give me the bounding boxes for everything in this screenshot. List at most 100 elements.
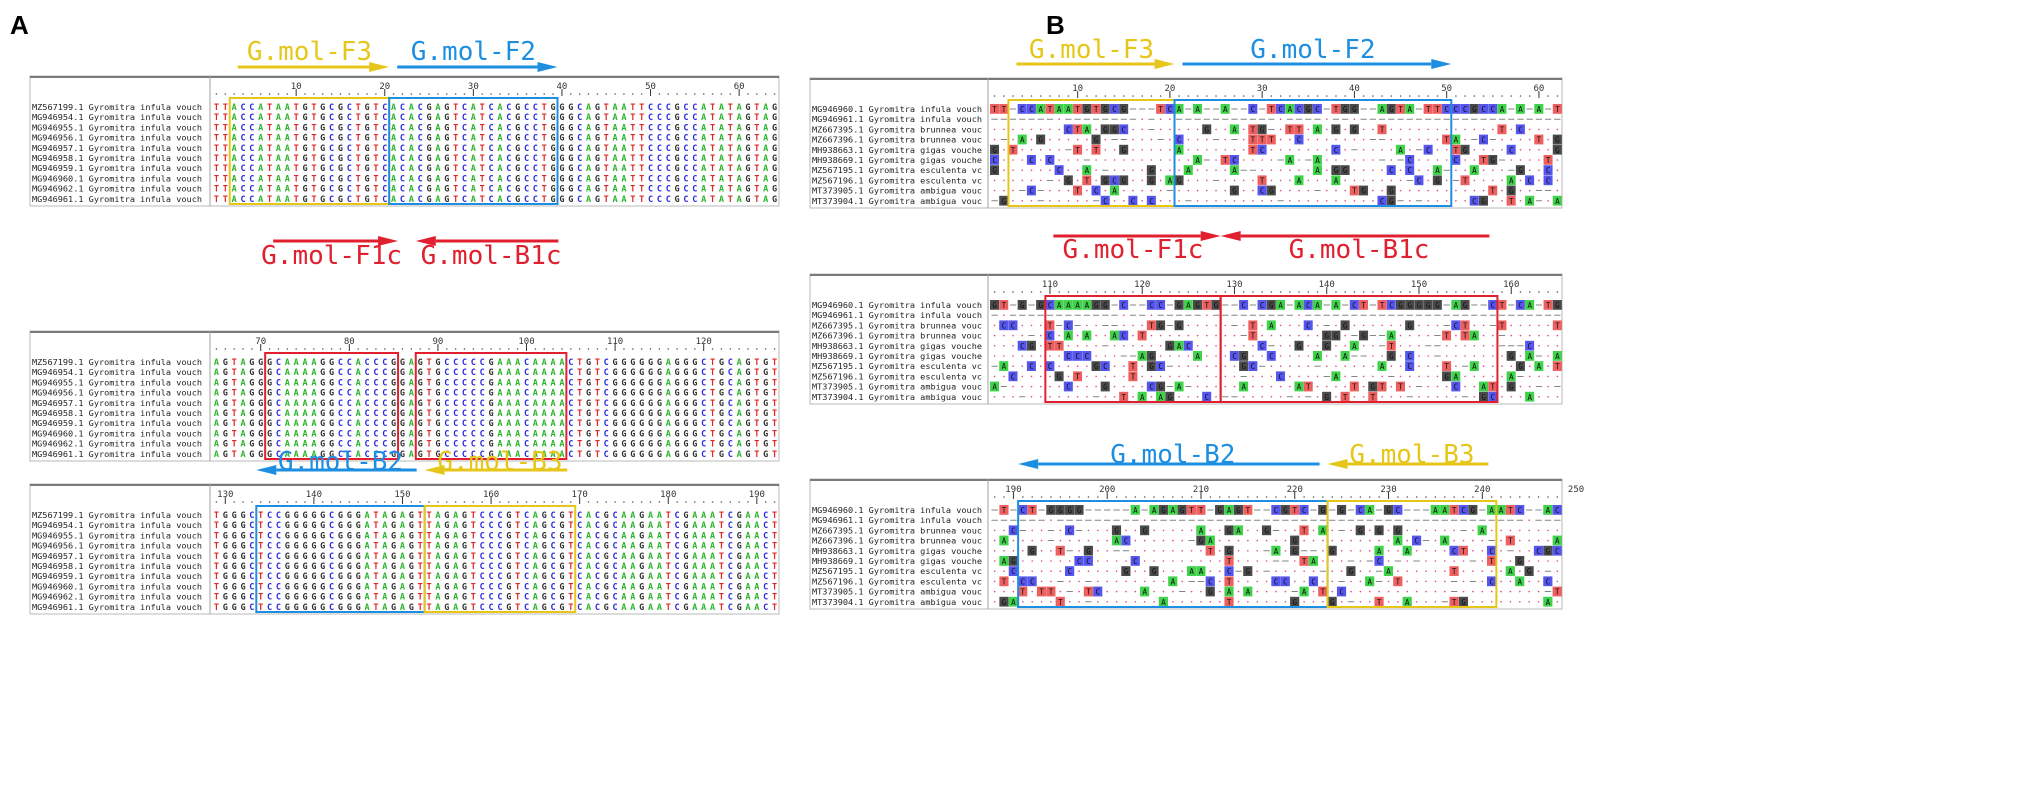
ruler-dot — [215, 348, 218, 350]
base-letter: A — [409, 440, 414, 450]
base-letter: C — [524, 358, 529, 368]
base-letter: T — [373, 195, 378, 205]
identity-dot — [1256, 550, 1259, 552]
base-letter: C — [249, 144, 254, 154]
primer-label: G.mol-B2 — [1110, 440, 1235, 470]
identity-dot — [1104, 189, 1107, 192]
base-letter: C — [329, 603, 334, 613]
identity-dot — [1335, 385, 1337, 388]
variant-letter: T — [1131, 362, 1136, 371]
sequence-name: MZ667396.1 Gyromitra brunnea vouc — [812, 136, 982, 145]
variant-letter: G — [1343, 105, 1348, 114]
base-letter: G — [356, 552, 361, 562]
base-letter: A — [692, 582, 697, 592]
identity-dot — [1528, 539, 1530, 542]
ruler-dot — [1039, 95, 1042, 97]
base-letter: A — [285, 195, 290, 205]
variant-letter: A — [1274, 547, 1279, 556]
base-letter: A — [648, 552, 653, 562]
variant-cell — [1395, 144, 1405, 155]
base-letter: G — [639, 542, 644, 552]
identity-dot — [1481, 590, 1484, 593]
variant-cell — [999, 535, 1009, 546]
base-letter: C — [329, 154, 334, 164]
base-letter: G — [745, 144, 750, 154]
base-letter: T — [710, 195, 715, 205]
base-letter: G — [258, 358, 263, 368]
variant-cell — [1449, 505, 1459, 515]
ruler-tick-label: 10 — [291, 82, 302, 92]
base-letter: G — [657, 429, 662, 439]
base-letter: C — [692, 174, 697, 184]
base-letter: C — [666, 174, 671, 184]
base-letter: G — [506, 521, 511, 531]
base-letter: T — [568, 582, 573, 592]
base-letter: A — [391, 154, 396, 164]
identity-dot — [1159, 118, 1162, 120]
identity-dot — [1316, 149, 1319, 151]
base-letter: T — [595, 429, 600, 439]
base-letter: C — [249, 185, 254, 195]
base-letter: C — [373, 368, 378, 378]
identity-dot — [1434, 580, 1437, 583]
base-letter: G — [338, 572, 343, 582]
base-letter: C — [444, 389, 449, 399]
identity-dot — [1058, 128, 1060, 131]
base-letter: C — [267, 552, 272, 562]
base-letter: T — [754, 174, 759, 184]
base-letter: C — [480, 409, 485, 419]
identity-dot — [1289, 179, 1291, 182]
variant-letter: C — [1075, 352, 1080, 361]
variant-letter: A — [1297, 176, 1302, 185]
base-letter: T — [710, 164, 715, 174]
identity-dot — [1058, 355, 1060, 357]
identity-dot — [1104, 334, 1107, 337]
base-letter: T — [267, 185, 272, 195]
variant-cell — [1266, 300, 1276, 310]
identity-dot — [1434, 550, 1437, 552]
identity-dot — [1003, 345, 1005, 347]
base-letter: T — [418, 552, 423, 562]
identity-dot — [1049, 375, 1051, 378]
base-letter: A — [294, 378, 299, 388]
base-letter: A — [400, 603, 405, 613]
base-letter: A — [754, 603, 759, 613]
identity-dot — [1331, 529, 1334, 532]
variant-letter: C — [1021, 577, 1026, 586]
identity-dot — [1289, 138, 1291, 141]
base-letter: G — [426, 144, 431, 154]
ruler-dot — [1178, 291, 1180, 293]
block-top-border — [30, 484, 779, 486]
identity-dot — [1224, 149, 1227, 151]
base-letter: G — [391, 419, 396, 429]
base-letter: G — [489, 409, 494, 419]
base-letter: T — [595, 378, 600, 388]
base-letter: A — [435, 164, 440, 174]
ruler-dot — [552, 501, 554, 503]
variant-letter: T — [1463, 321, 1468, 330]
base-letter: G — [223, 450, 228, 460]
variant-letter: C — [1302, 506, 1307, 515]
base-letter: G — [737, 582, 742, 592]
variant-letter: T — [1260, 136, 1265, 145]
base-letter: G — [639, 593, 644, 603]
identity-dot — [1115, 570, 1118, 572]
variant-cell — [999, 505, 1009, 515]
base-letter: A — [701, 603, 706, 613]
base-letter: C — [604, 450, 609, 460]
base-letter: G — [223, 368, 228, 378]
ruler-tick-label: 60 — [734, 82, 745, 92]
variant-cell — [1469, 165, 1479, 175]
identity-dot — [1378, 539, 1380, 542]
base-letter: G — [444, 113, 449, 123]
base-letter: G — [347, 572, 352, 582]
variant-letter: T — [1461, 547, 1466, 556]
variant-cell — [1477, 525, 1487, 536]
identity-dot — [1519, 179, 1522, 182]
identity-dot — [1113, 200, 1116, 202]
base-letter: G — [772, 123, 777, 133]
identity-dot — [1012, 189, 1014, 192]
base-letter: C — [613, 572, 618, 582]
base-letter: G — [639, 582, 644, 592]
base-letter: G — [302, 164, 307, 174]
